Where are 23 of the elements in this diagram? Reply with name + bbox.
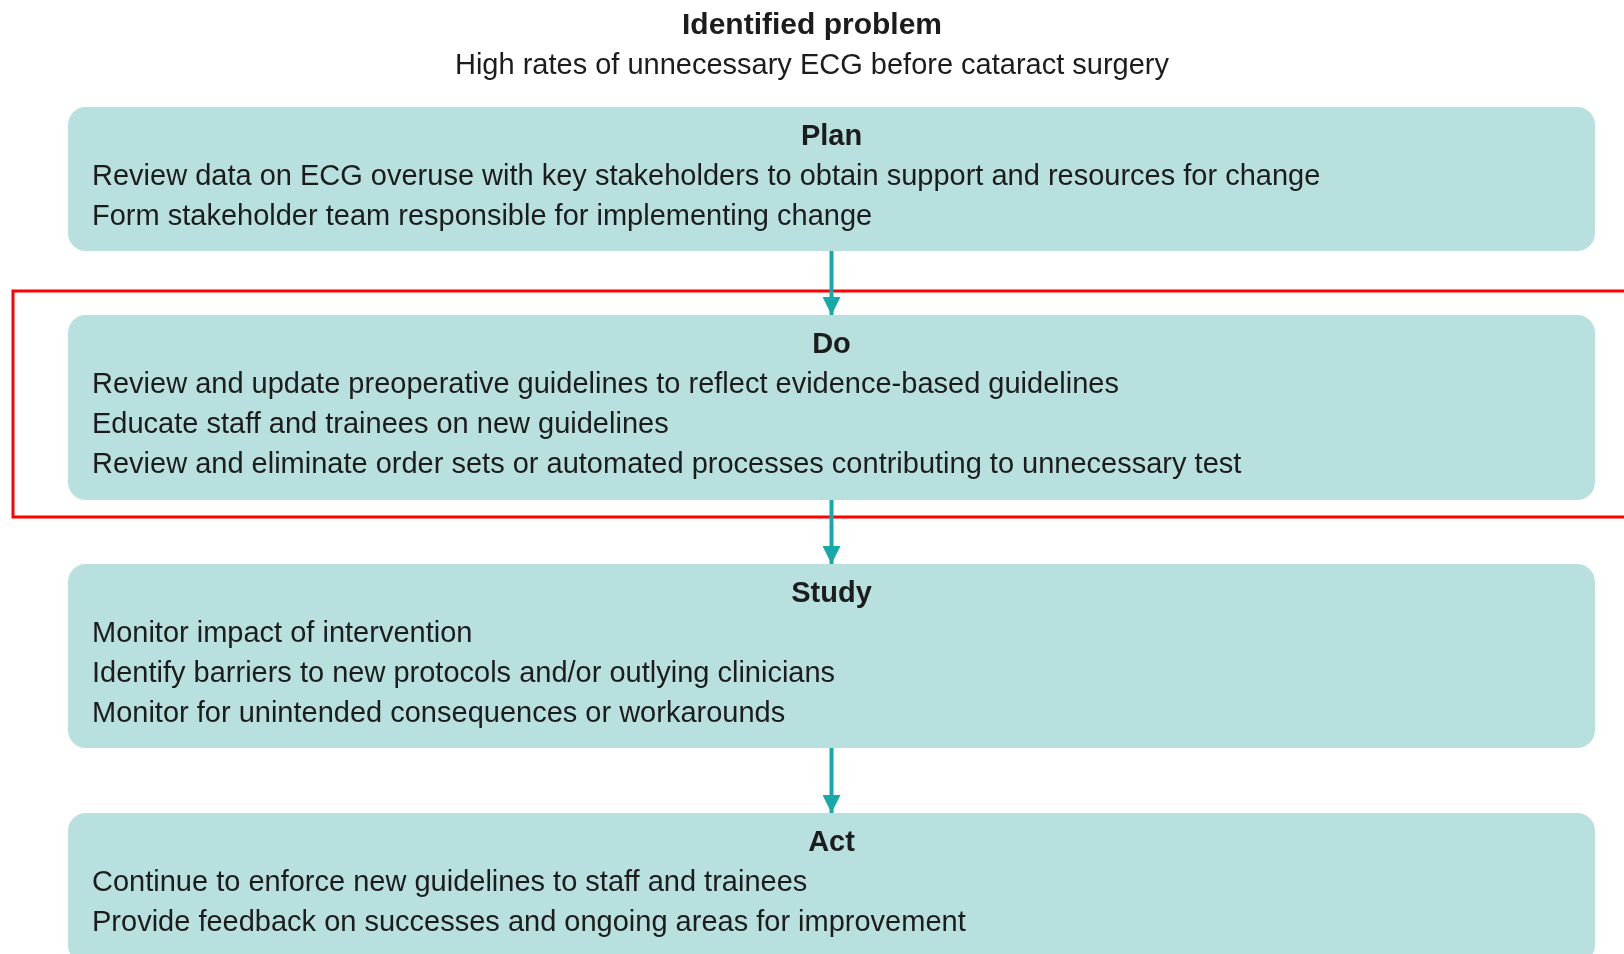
- action-item: Form stakeholder team responsible for implementing change: [92, 198, 874, 233]
- action-item: Educate staff and trainees on new guidelines: [92, 406, 670, 441]
- phase-heading: Act: [807, 824, 856, 859]
- phase-heading: Plan: [799, 118, 864, 153]
- phase-heading: Do: [811, 326, 852, 361]
- arrow: [822, 748, 841, 813]
- action-item: Monitor for unintended consequences or workarounds: [92, 695, 787, 730]
- phase-box: [68, 564, 1595, 748]
- phase-box: [68, 813, 1595, 954]
- action-item: Review and eliminate order sets or automated processes contributing to unnecessary test: [92, 446, 1243, 481]
- diagram-title: Identified problem: [681, 6, 943, 42]
- action-item: Continue to enforce new guidelines to staff and trainees: [92, 864, 809, 899]
- action-item: Identify barriers to new protocols and/or outlying clinicians: [92, 655, 837, 690]
- action-item: Review and update preoperative guidelines to reflect evidence-based guidelines: [92, 366, 1120, 401]
- action-item: Monitor impact of intervention: [92, 615, 474, 650]
- action-item: Provide feedback on successes and ongoing areas for improvement: [92, 904, 967, 939]
- problem-statement: High rates of unnecessary ECG before cataract surgery: [453, 47, 1171, 82]
- action-item: Review data on ECG overuse with key stakeholders to obtain support and resources for change: [92, 158, 1322, 193]
- phase-box: [68, 315, 1595, 500]
- arrow: [822, 500, 841, 564]
- phase-heading: Study: [790, 575, 873, 610]
- phase-box: [68, 107, 1595, 251]
- arrow: [822, 251, 841, 315]
